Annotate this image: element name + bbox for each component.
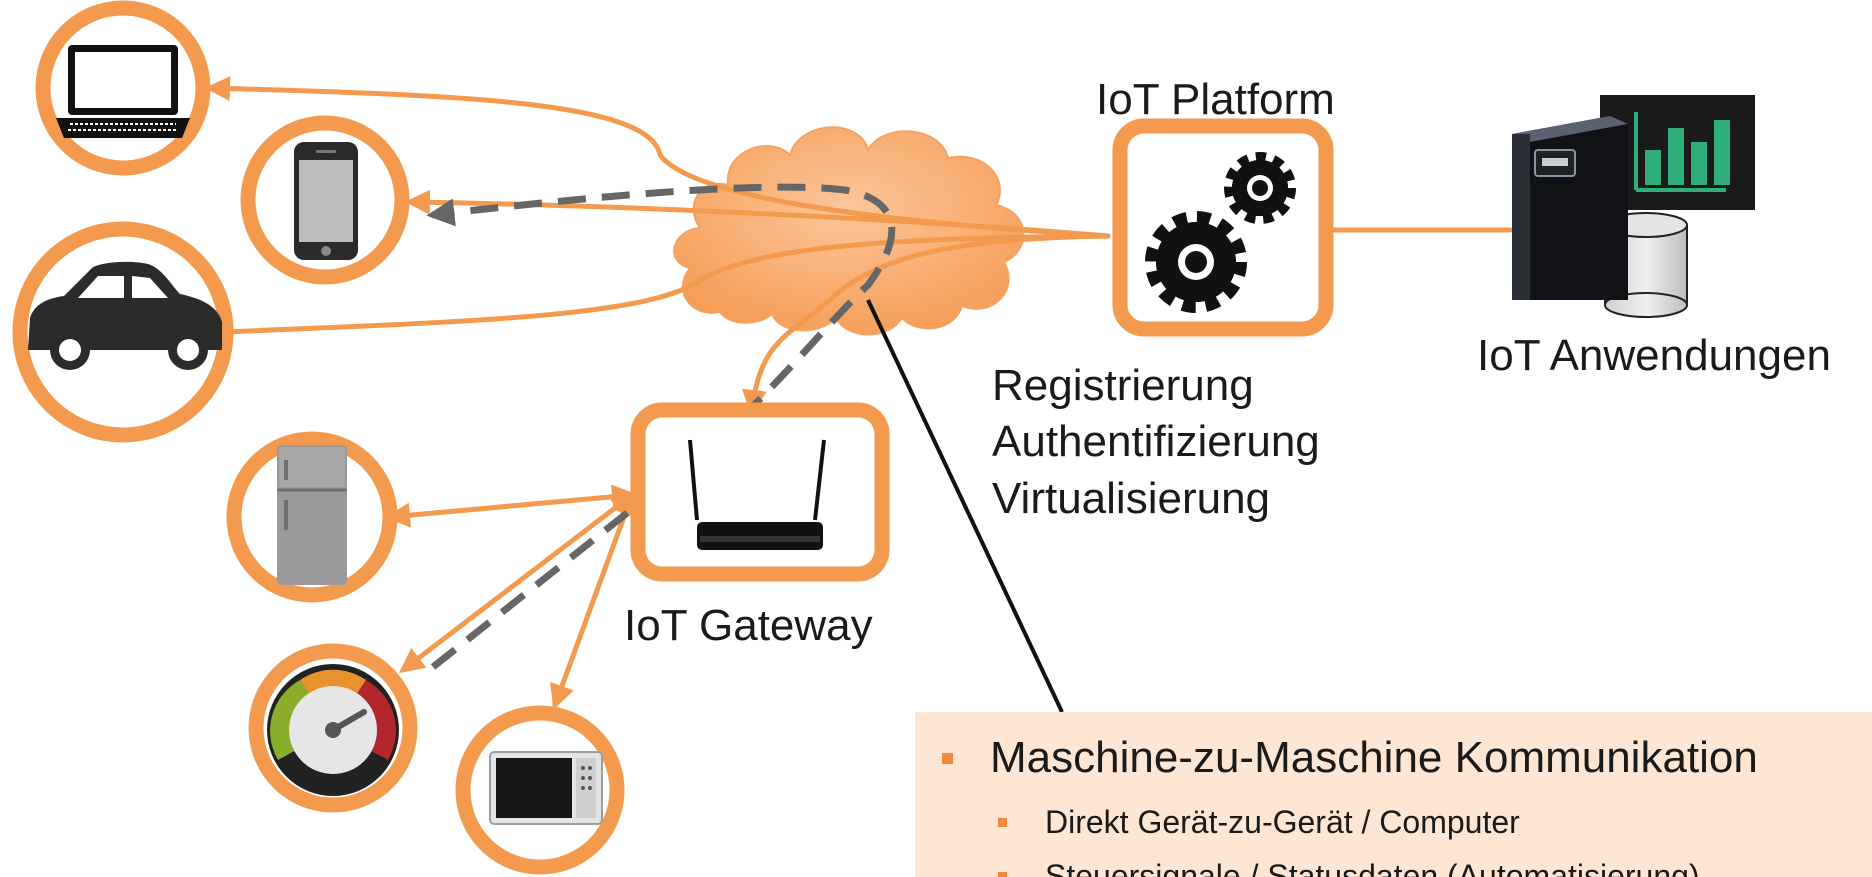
applications-label: IoT Anwendungen — [1477, 331, 1831, 380]
link-microwave — [550, 490, 637, 710]
gauge-icon — [267, 664, 399, 796]
fridge-icon — [277, 445, 347, 585]
device-fridge — [226, 431, 398, 603]
smartphone-icon — [294, 142, 358, 260]
info-item-text: Direkt Gerät-zu-Gerät / Computer — [1045, 804, 1520, 840]
microwave-icon — [489, 751, 603, 825]
gateway-node — [630, 402, 890, 582]
bullet-square-icon — [998, 871, 1007, 877]
platform-node — [1112, 118, 1334, 337]
info-item: Steuersignale / Statusdaten (Automatisie… — [998, 860, 1700, 877]
gateway-label: IoT Gateway — [624, 601, 873, 650]
link-fridge — [385, 484, 637, 528]
device-gauge — [248, 643, 418, 813]
info-box: Maschine-zu-Maschine Kommunikation Direk… — [915, 712, 1872, 877]
info-item-text: Steuersignale / Statusdaten (Automatisie… — [1045, 858, 1700, 877]
info-title-row: Maschine-zu-Maschine Kommunikation — [942, 736, 1758, 780]
device-car — [12, 221, 234, 443]
device-microwave — [455, 705, 625, 875]
bullet-square-icon — [998, 817, 1007, 827]
link-laptop — [205, 76, 1111, 239]
server-icon — [1512, 116, 1628, 300]
bullet-square-icon — [942, 752, 953, 764]
device-smartphone — [240, 115, 410, 285]
cloud-icon — [673, 126, 1025, 336]
car-icon — [28, 261, 222, 370]
link-gateway — [741, 233, 1111, 415]
gears-icon — [1145, 152, 1296, 313]
m2m-dashed-path — [426, 183, 896, 670]
feature-authentifizierung: Authentifizierung — [992, 417, 1320, 466]
platform-label: IoT Platform — [1096, 75, 1335, 124]
feature-virtualisierung: Virtualisierung — [992, 474, 1271, 523]
info-title: Maschine-zu-Maschine Kommunikation — [990, 733, 1758, 782]
callout-line — [866, 299, 1064, 713]
device-laptop — [35, 0, 211, 176]
link-car — [222, 233, 1111, 335]
applications-node — [1512, 95, 1755, 318]
link-phone — [405, 189, 1111, 239]
router-icon — [688, 439, 826, 550]
connection-lines — [205, 76, 1513, 710]
info-item: Direkt Gerät-zu-Gerät / Computer — [998, 806, 1520, 838]
feature-registrierung: Registrierung — [992, 361, 1254, 410]
laptop-icon — [56, 45, 190, 138]
